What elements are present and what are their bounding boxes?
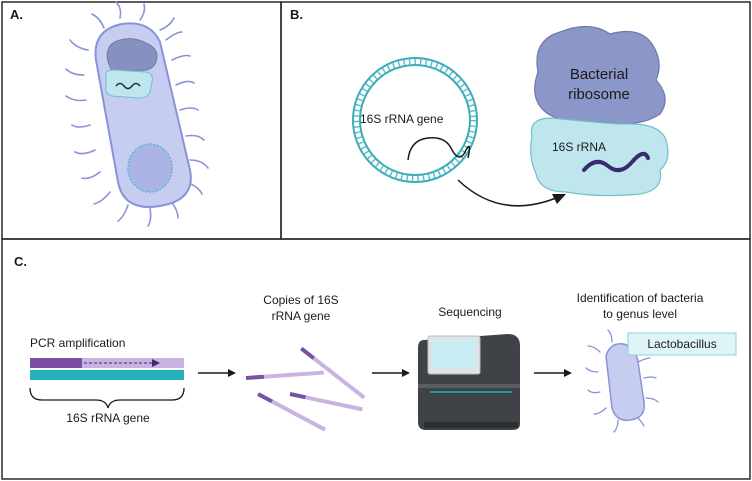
ribosome-label-line1: Bacterial: [569, 66, 629, 83]
primer-dark: [30, 358, 82, 368]
pcr-diagram: [29, 358, 185, 409]
rrna-strand-a: [115, 82, 141, 90]
copies-label-line2: rRNA gene: [271, 309, 331, 323]
panel-b-letter: B.: [290, 7, 303, 22]
plasmid-a: [127, 143, 173, 193]
gene-label: 16S rRNA gene: [66, 411, 150, 425]
result-tag-box: [627, 332, 737, 356]
panel-b-border: [280, 1, 751, 240]
primer-light: [82, 358, 184, 368]
identification-label-line1: Identification of bacteria: [576, 291, 704, 305]
gene-bracket: [29, 387, 185, 409]
panel-c-border: [1, 238, 751, 480]
gene-copies: [245, 346, 366, 432]
rrna-shape-b: [530, 117, 669, 197]
gene-segment-b: [407, 137, 471, 161]
bacterium-c: [585, 329, 659, 433]
arrow-to-ribosome: [457, 179, 557, 207]
arrow-head-b: [552, 194, 566, 204]
sequencer-machine: [418, 334, 520, 430]
bacterium-a: [65, 1, 209, 227]
panel-a-letter: A.: [10, 7, 23, 22]
copies-label-line1: Copies of 16S: [263, 293, 339, 307]
pcr-label: PCR amplification: [30, 336, 126, 350]
panel-c-letter: C.: [14, 254, 27, 269]
rrna-label: 16S rRNA: [552, 140, 607, 154]
sequencing-label: Sequencing: [438, 305, 502, 319]
flow-arrows: [198, 369, 572, 377]
rrna-strand-b: [582, 151, 650, 173]
extension-arrow: [152, 359, 160, 367]
flagella-a: [65, 1, 209, 227]
ribosome-label-line2: ribosome: [568, 86, 630, 103]
result-tag-label: Lactobacillus: [647, 337, 717, 351]
teal-strand: [30, 370, 184, 380]
identification-label-line2: to genus level: [602, 307, 678, 321]
plasmid-gene-label: 16S rRNA gene: [360, 112, 444, 126]
rrna-patch-a: [105, 69, 153, 99]
plasmid-ring-b: [352, 57, 478, 183]
